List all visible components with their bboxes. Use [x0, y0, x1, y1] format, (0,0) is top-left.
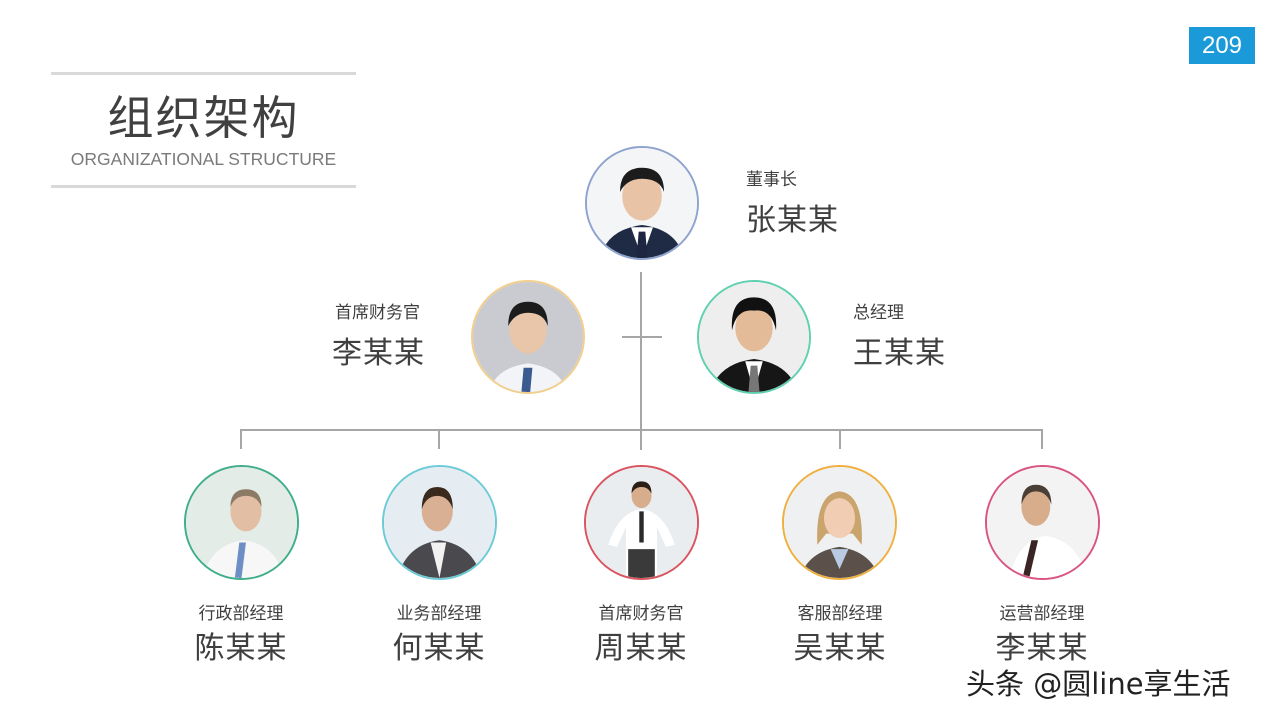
manager-name: 李某某: [995, 631, 1089, 666]
watermark: 头条 @圆line享生活: [966, 667, 1231, 701]
avatar-executive: [697, 280, 811, 394]
manager-role: 行政部经理: [198, 604, 284, 624]
avatar-chairman: [585, 146, 699, 260]
person-photo-icon: [784, 467, 895, 578]
manager-role: 业务部经理: [396, 604, 482, 624]
page-number-badge: 209: [1189, 27, 1255, 64]
person-photo-icon: [186, 467, 297, 578]
manager-role: 首席财务官: [598, 604, 684, 624]
title-bottom-rule: [51, 185, 356, 188]
person-photo-icon: [473, 282, 583, 392]
person-photo-icon: [987, 467, 1098, 578]
manager-name: 何某某: [392, 631, 486, 666]
avatar-manager: [382, 465, 497, 580]
executive-name: 李某某: [332, 336, 425, 371]
executive-role: 首席财务官: [335, 303, 420, 323]
chairman-role: 董事长: [746, 170, 797, 190]
person-photo-icon: [586, 467, 697, 578]
page-subtitle: ORGANIZATIONAL STRUCTURE: [70, 149, 337, 169]
chairman-name: 张某某: [746, 203, 839, 238]
avatar-manager: [584, 465, 699, 580]
avatar-manager: [184, 465, 299, 580]
executive-role: 总经理: [853, 303, 904, 323]
executive-name: 王某某: [853, 336, 946, 371]
title-top-rule: [51, 72, 356, 75]
drop-connector: [640, 429, 642, 449]
avatar-manager: [782, 465, 897, 580]
trunk-connector: [640, 272, 642, 450]
drop-connector: [839, 429, 841, 449]
person-photo-icon: [587, 148, 697, 258]
drop-connector: [240, 429, 242, 449]
page-title: 组织架构: [107, 91, 300, 145]
avatar-manager: [985, 465, 1100, 580]
avatar-executive: [471, 280, 585, 394]
person-photo-icon: [384, 467, 495, 578]
executive-crossbar: [622, 336, 662, 338]
manager-name: 吴某某: [793, 631, 887, 666]
person-photo-icon: [699, 282, 809, 392]
drop-connector: [438, 429, 440, 449]
manager-name: 周某某: [594, 631, 688, 666]
manager-role: 运营部经理: [999, 604, 1085, 624]
manager-name: 陈某某: [194, 631, 288, 666]
manager-role: 客服部经理: [797, 604, 883, 624]
drop-connector: [1041, 429, 1043, 449]
